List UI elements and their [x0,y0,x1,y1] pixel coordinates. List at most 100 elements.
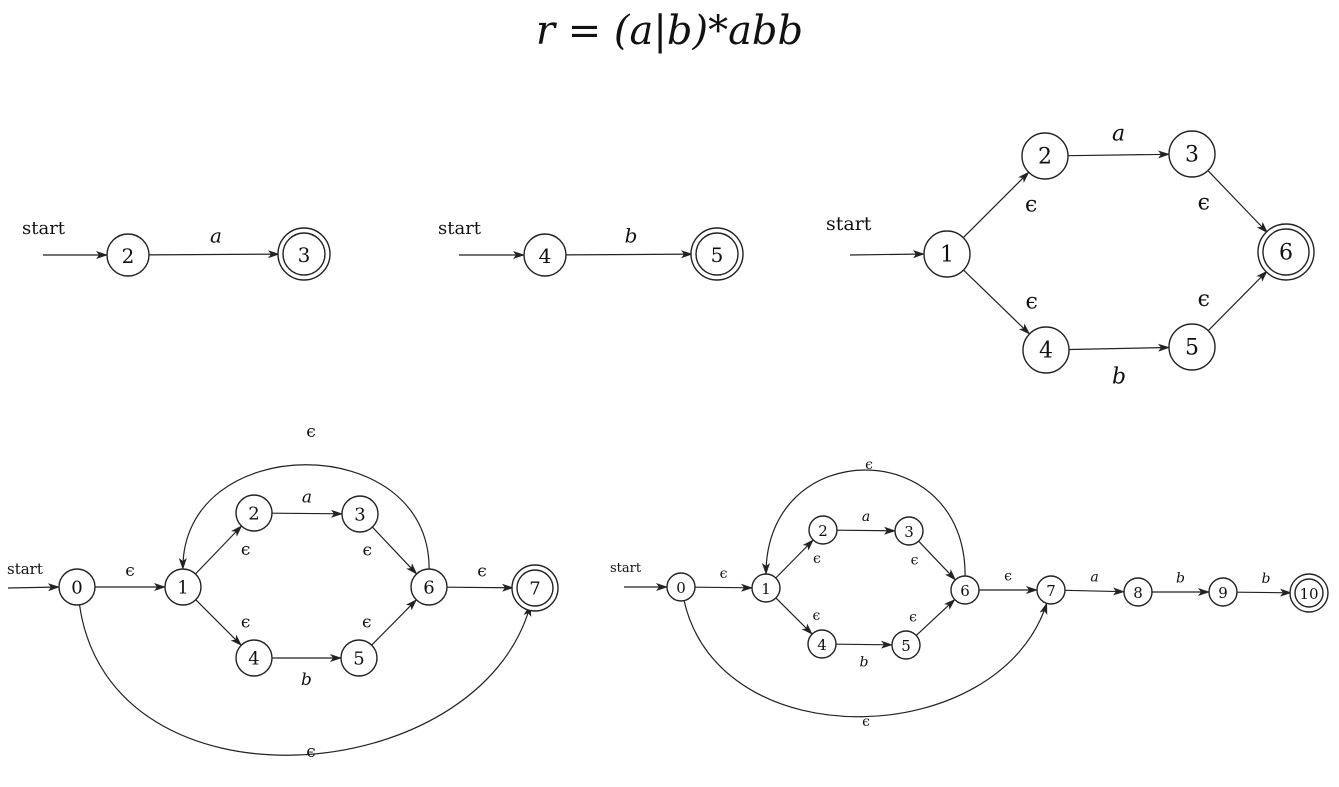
nfa-star-edge-5-6-label: ϵ [362,613,372,633]
nfa-full-edge-6-7-label: ϵ [1004,569,1012,585]
nfa-full-state-7-label: 7 [1046,582,1056,600]
nfa-full-state-5-label: 5 [901,637,911,655]
nfa-a-edge-2-3-label: a [210,224,222,248]
nfa-star-edge-4-5-label: b [301,670,312,690]
nfa-star-edge-6-7-label: ϵ [477,561,487,581]
nfa-a-or-b-state-6: 6 [1257,223,1315,281]
nfa-star-state-5: 5 [340,639,378,677]
nfa-star-state-2-label: 2 [248,504,259,525]
nfa-a-or-b-edge-2-3-label: a [1112,122,1125,147]
formula-title: r = (a|b)*abb [535,8,804,54]
nfa-full-state-4-label: 4 [817,636,827,654]
nfa-star-edge-6-1-label: ϵ [306,422,316,442]
nfa-star-state-3: 3 [341,495,379,533]
nfa-full-edge-1-4-label: ϵ [812,608,820,624]
nfa-star-edge-2-3 [271,509,344,518]
nfa-star-state-2: 2 [235,494,273,532]
nfa-star-state-0: 0 [58,568,96,606]
nfa-full-state-10: 10 [1289,573,1329,613]
nfa-star-edge-0-7 [78,604,532,756]
nfa-full-edge-4-5 [835,640,894,649]
nfa-b-state-4-label: 4 [539,244,552,268]
nfa-a-state-2: 2 [106,233,150,277]
nfa-a-or-b-edge-3-6 [1207,170,1269,234]
nfa-star-state-3-label: 3 [354,505,365,526]
nfa-b-edge-4-5-label: b [625,224,638,248]
nfa-full-state-1: 1 [751,573,781,603]
nfa-a-or-b-state-6-label: 6 [1279,241,1293,266]
nfa-full-state-4: 4 [807,629,837,659]
nfa-full-edge-1-2 [775,539,814,579]
nfa-b-start-label: start [438,218,482,239]
nfa-a-or-b-edge-2-3 [1067,150,1171,159]
nfa-full-state-9: 9 [1208,577,1238,607]
nfa-full-state-2-label: 2 [818,522,828,540]
nfa-full-start-label: start [610,561,642,576]
nfa-full-state-6-label: 6 [960,582,970,600]
nfa-a-or-b-state-1-label: 1 [940,243,954,268]
nfa-star-edge-6-1 [178,464,430,570]
nfa-a-or-b-edge-4-5 [1068,343,1171,352]
nfa-full-edge-6-1 [762,469,966,577]
nfa-a-or-b-state-3: 3 [1168,130,1216,178]
nfa-full-state-6: 6 [950,575,980,605]
nfa-full-edge-9-10-label: b [1262,571,1271,587]
nfa-star-state-0-label: 0 [71,578,82,599]
nfa-full-state-3: 3 [894,516,924,546]
nfa-star-edge-3-6 [371,526,418,575]
nfa-full-state-1-label: 1 [761,580,771,598]
nfa-star-edge-3-6-label: ϵ [363,541,373,561]
nfa-a-or-b-edge-1-4 [963,269,1031,335]
nfa-a-or-b-state-5-label: 5 [1185,336,1199,361]
nfa-full-edge-0-7 [683,600,1048,718]
nfa-a-state-2-label: 2 [122,244,135,268]
nfa-full-state-8: 8 [1123,577,1153,607]
nfa-full-edge-7-8-label: a [1090,570,1098,586]
nfa-a-or-b-edge-1-2-label: ϵ [1025,193,1037,218]
nfa-full-edge-4-5-label: b [860,655,869,671]
nfa-star-edge-2-3-label: a [302,487,312,507]
nfa-full-edge-5-6-label: ϵ [909,610,917,626]
nfa-a-or-b-state-2: 2 [1021,132,1069,180]
nfa-star-state-7-label: 7 [529,579,540,600]
nfa-star-state-4-label: 4 [248,649,259,670]
nfa-full-edge-5-6 [915,598,956,636]
nfa-a-or-b-start-arrow [849,250,925,259]
nfa-a-or-b-state-5: 5 [1168,323,1216,371]
nfa-star-state-1-label: 1 [177,578,188,599]
nfa-star-edge-0-1-label: ϵ [125,561,135,581]
nfa-full-state-5: 5 [891,630,921,660]
nfa-full-state-2: 2 [808,515,838,545]
nfa-b-state-4: 4 [523,233,567,277]
nfa-full-edge-1-2-label: ϵ [813,551,821,567]
nfa-star-state-7: 7 [511,564,559,612]
nfa-a-or-b-edge-1-4-label: ϵ [1026,290,1038,315]
nfa-a-or-b-state-1: 1 [923,230,971,278]
nfa-a-or-b-edge-5-6-label: ϵ [1198,287,1210,312]
nfa-star-edge-1-2 [195,525,243,575]
nfa-full-edge-7-8 [1064,587,1126,596]
nfa-full-state-3-label: 3 [904,523,914,541]
nfa-star-edge-1-4 [195,599,242,646]
nfa-b-state-5: 5 [690,227,744,281]
nfa-b-state-5-label: 5 [711,243,724,267]
nfa-full-state-8-label: 8 [1133,584,1143,602]
nfa-a-or-b-state-4-label: 4 [1039,339,1053,364]
nfa-a-state-3: 3 [277,227,331,281]
nfa-full-state-7: 7 [1036,575,1066,605]
nfa-a-or-b-edge-4-5-label: b [1112,365,1126,390]
nfa-star-start-arrow [7,583,60,592]
nfa-full-edge-0-7-label: ϵ [862,714,870,730]
nfa-star-state-6-label: 6 [423,578,434,599]
nfa-star-edge-0-7-label: ϵ [306,742,316,762]
nfa-full-state-10-label: 10 [1299,585,1318,603]
nfa-full-edge-2-3-label: a [862,509,870,525]
nfa-a-edge-2-3 [148,250,281,259]
nfa-full-state-0-label: 0 [676,579,686,597]
nfa-full-edge-2-3 [836,526,897,535]
nfa-a-state-3-label: 3 [298,243,311,267]
nfa-b-edge-4-5 [565,250,694,259]
nfa-a-or-b-state-3-label: 3 [1185,143,1199,168]
nfa-full-edge-9-10 [1236,588,1293,597]
